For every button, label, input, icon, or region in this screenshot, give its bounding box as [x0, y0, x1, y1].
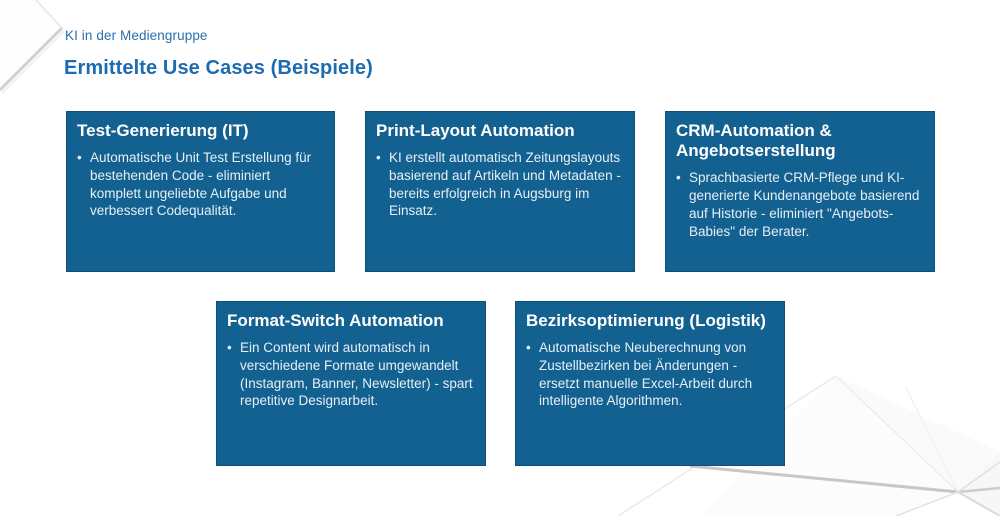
card-bullet-text: KI erstellt automatisch Zeitungslayouts … — [389, 150, 621, 219]
page-title: Ermittelte Use Cases (Beispiele) — [64, 57, 373, 79]
card-bullet-text: Ein Content wird automatisch in verschie… — [240, 340, 473, 409]
bullet-dot: • — [376, 150, 381, 166]
card-title: Format-Switch Automation — [227, 311, 444, 330]
bullet-dot: • — [227, 340, 232, 356]
bullet-dot: • — [676, 170, 681, 186]
card-bullet: • KI erstellt automatisch Zeitungslayout… — [376, 149, 624, 220]
card-title: Bezirksoptimierung (Logistik) — [526, 311, 766, 330]
bullet-dot: • — [77, 150, 82, 166]
slide-kicker: KI in der Mediengruppe — [65, 28, 208, 43]
card-title: Test-Generierung (IT) — [77, 121, 249, 140]
card-title: CRM-Automation & Angebotserstellung — [676, 121, 836, 161]
card-bullet-text: Automatische Neuberechnung von Zustellbe… — [539, 340, 753, 409]
card-print-layout-automation: Print-Layout Automation • KI erstellt au… — [365, 111, 635, 272]
card-bullet: • Automatische Unit Test Erstellung für … — [77, 149, 324, 220]
card-test-generierung: Test-Generierung (IT) • Automatische Uni… — [66, 111, 335, 272]
card-bullet-text: Automatische Unit Test Erstellung für be… — [90, 150, 312, 219]
card-bullet: • Sprachbasierte CRM-Pflege und KI-gener… — [676, 169, 924, 240]
card-bullet: • Ein Content wird automatisch in versch… — [227, 339, 475, 410]
card-bezirksoptimierung: Bezirksoptimierung (Logistik) • Automati… — [515, 301, 785, 466]
card-format-switch-automation: Format-Switch Automation • Ein Content w… — [216, 301, 486, 466]
card-bullet-text: Sprachbasierte CRM-Pflege und KI-generie… — [689, 170, 920, 239]
card-bullet: • Automatische Neuberechnung von Zustell… — [526, 339, 774, 410]
card-title: Print-Layout Automation — [376, 121, 575, 140]
card-crm-automation: CRM-Automation & Angebotserstellung • Sp… — [665, 111, 935, 272]
bullet-dot: • — [526, 340, 531, 356]
